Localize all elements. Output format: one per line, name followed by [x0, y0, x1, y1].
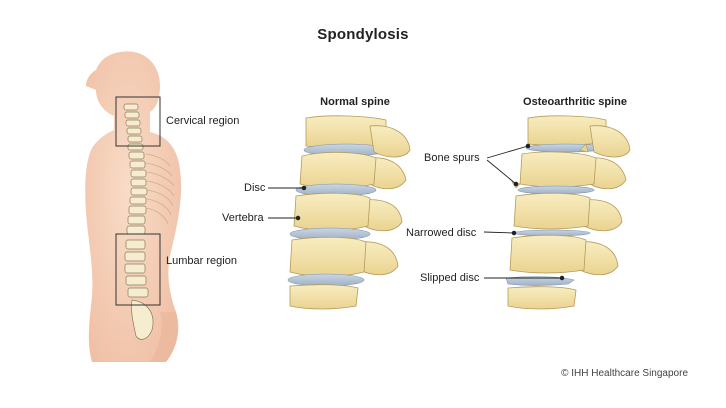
osteoarthritic-spine-heading: Osteoarthritic spine: [523, 96, 627, 108]
figure-title: Spondylosis: [317, 26, 409, 43]
normal-spine-illustration: [287, 115, 411, 310]
vertebra-label: Vertebra: [222, 212, 264, 224]
copyright-credit: © IHH Healthcare Singapore: [561, 368, 688, 379]
leader-lines: [268, 143, 565, 281]
osteoarthritic-spine-illustration: [505, 115, 631, 310]
slipped-disc-label: Slipped disc: [420, 272, 480, 284]
body-spine: [123, 103, 175, 340]
cervical-region-box: [115, 96, 161, 147]
disc-label: Disc: [244, 182, 266, 194]
lumbar-region-label: Lumbar region: [166, 255, 237, 267]
cervical-region-label: Cervical region: [166, 115, 240, 127]
normal-spine-heading: Normal spine: [320, 96, 390, 108]
narrowed-disc-label: Narrowed disc: [406, 227, 477, 239]
lumbar-region-box: [115, 233, 161, 306]
bone-spurs-label: Bone spurs: [424, 152, 480, 164]
